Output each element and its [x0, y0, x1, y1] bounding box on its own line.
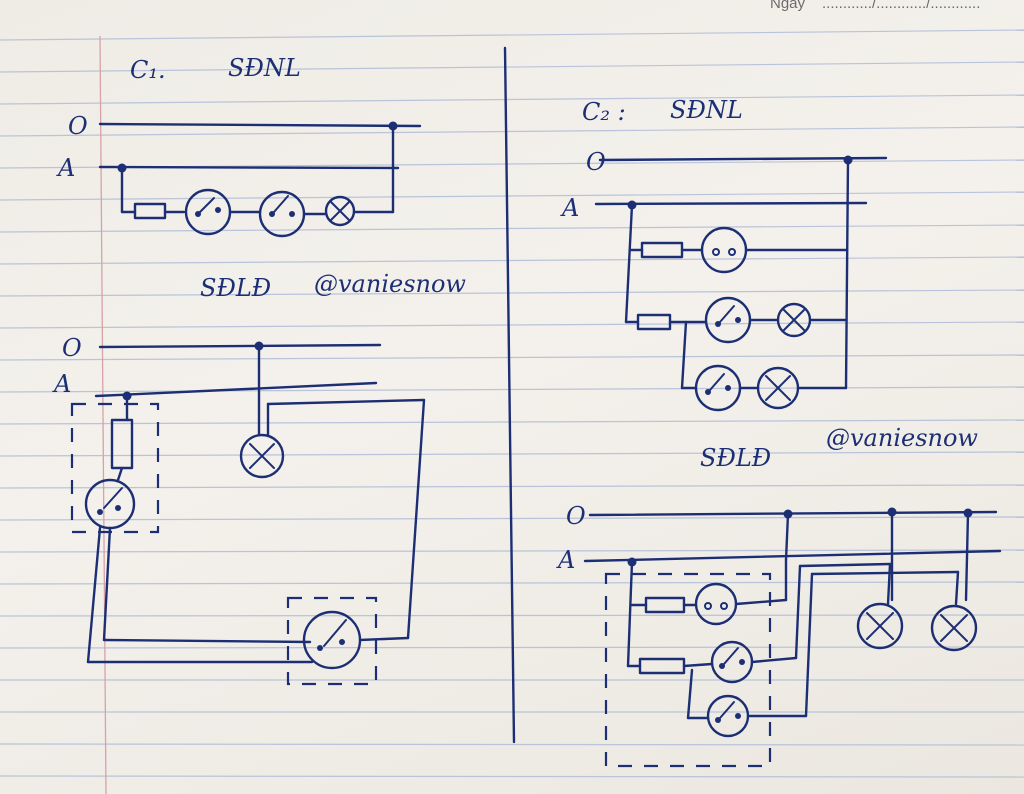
label-o-c1-install: O [62, 334, 82, 362]
label-a-c1-install: A [52, 370, 71, 398]
margin-line [99, 35, 107, 794]
c2-installation-diagram [583, 507, 1002, 768]
title-c2: C₂ : [582, 98, 626, 126]
label-a-c1: A [56, 154, 75, 182]
watermark-left: @vaniesnow [314, 270, 466, 298]
switch-symbol [704, 296, 752, 344]
switchboard-box [70, 402, 160, 534]
title-sdnl-right: SĐNL [670, 96, 743, 124]
title-sdld-left: SĐLĐ [200, 274, 271, 302]
switch-symbol [710, 640, 754, 684]
label-o-c2: O [586, 148, 606, 176]
fuse-symbol [133, 202, 167, 220]
fuse-symbol [640, 241, 684, 259]
fuse-symbol [638, 657, 686, 675]
title-sdld-right: SĐLĐ [700, 444, 771, 472]
label-a-c2: A [560, 194, 579, 222]
panel-divider [503, 46, 516, 744]
lamp-icon [239, 433, 285, 479]
watermark-right: @vaniesnow [826, 424, 978, 452]
lamp-icon [930, 604, 978, 652]
switch-symbol [258, 190, 306, 238]
socket-switch-symbol [184, 188, 232, 236]
switchboard-box [604, 572, 772, 768]
label-o-c1: O [68, 112, 88, 140]
title-sdnl-left: SĐNL [228, 54, 301, 82]
switch-box [286, 596, 378, 686]
title-c1: C₁. [130, 56, 166, 84]
switch-symbol [706, 694, 750, 738]
fuse-symbol [636, 313, 672, 331]
fuse-symbol [644, 596, 686, 614]
label-o-c2-install: O [566, 502, 586, 530]
fuse-symbol [110, 418, 134, 470]
date-blank: ............/............/............ [822, 0, 980, 12]
socket-symbol [700, 226, 748, 274]
label-a-c2-install: A [556, 546, 575, 574]
c1-installation-diagram [70, 341, 426, 686]
lamp-icon [856, 602, 904, 650]
date-label: Ngày [770, 0, 806, 12]
socket-symbol [694, 582, 738, 626]
c2-wiring-diagram [594, 155, 888, 412]
switch-symbol [302, 610, 362, 670]
c1-wiring-diagram [98, 121, 422, 238]
